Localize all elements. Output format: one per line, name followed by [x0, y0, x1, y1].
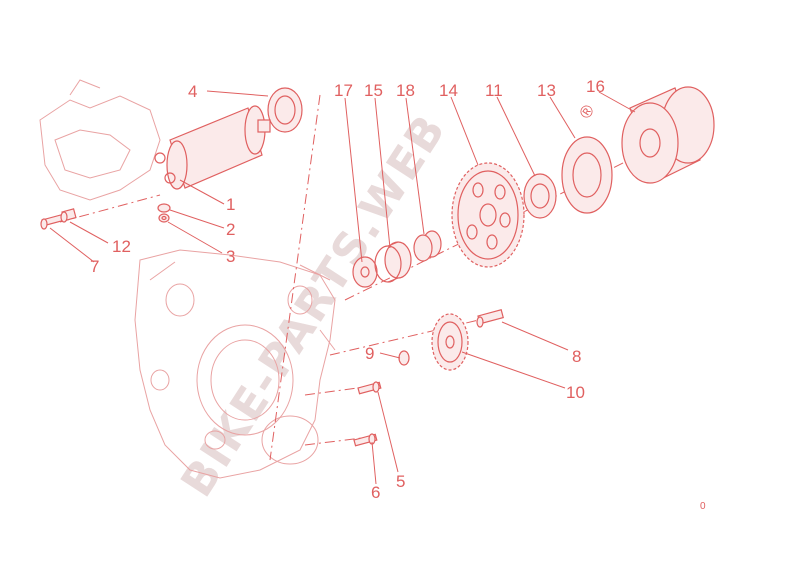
spacer-bushing [413, 230, 442, 262]
callout-8: 8 [572, 347, 581, 366]
starter-gear-large [451, 162, 525, 268]
callout-6: 6 [371, 483, 380, 502]
idler-pin [476, 309, 504, 328]
bushing [60, 208, 77, 223]
nut [158, 213, 170, 223]
flywheel-housing [621, 86, 715, 184]
leader-lines [49, 90, 636, 485]
callout-13: 13 [537, 81, 556, 100]
sprag-hub [523, 173, 557, 219]
callout-3: 3 [226, 247, 235, 266]
needle-bearing [374, 241, 412, 283]
freewheel-clutch [561, 136, 613, 214]
callout-17: 17 [334, 81, 353, 100]
engine-case-outline [39, 79, 336, 479]
callout-7: 7 [90, 257, 99, 276]
washer [157, 203, 171, 213]
callout-9: 9 [365, 344, 374, 363]
callout-12: 12 [112, 237, 131, 256]
callout-1: 1 [226, 195, 235, 214]
o-ring [267, 87, 303, 133]
callout-10: 10 [566, 383, 585, 402]
bolt-lower [353, 433, 378, 447]
page-marker: 0 [700, 501, 706, 512]
circlip [398, 350, 410, 366]
callout-5: 5 [396, 472, 405, 491]
idler-gear [431, 313, 469, 371]
callout-18: 18 [396, 81, 415, 100]
callout-16: 16 [586, 77, 605, 96]
watermark-registered-symbol: ® [575, 101, 598, 122]
callouts: 4 1 2 3 12 7 17 15 18 14 11 13 16 8 10 9… [90, 77, 605, 502]
callout-14: 14 [439, 81, 458, 100]
starter-motor [154, 105, 271, 190]
thrust-washer [352, 256, 378, 288]
bolt-upper [357, 381, 382, 395]
callout-11: 11 [485, 81, 503, 100]
callout-4: 4 [188, 82, 197, 101]
callout-2: 2 [226, 220, 235, 239]
callout-15: 15 [364, 81, 383, 100]
